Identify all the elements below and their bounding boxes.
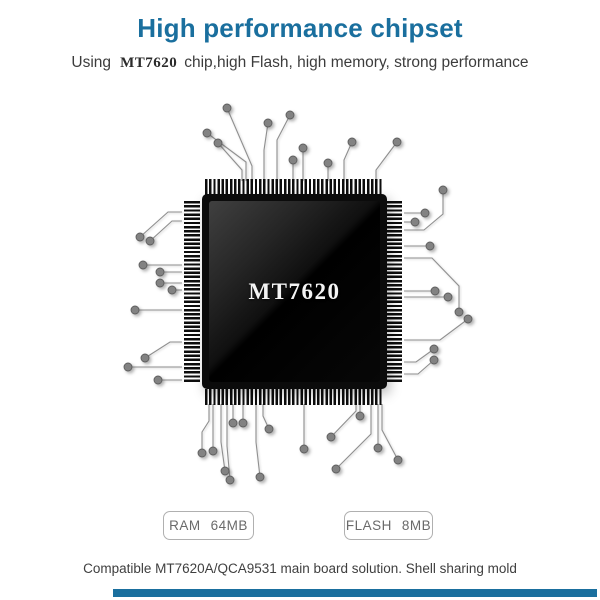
- footer-accent-bar: [113, 589, 597, 597]
- subtitle-prefix: Using: [71, 54, 112, 71]
- flash-label: FLASH: [345, 518, 392, 533]
- chip-pins-left: [184, 201, 200, 383]
- subtitle-rest: chip,high Flash, high memory, strong per…: [184, 54, 529, 71]
- chip-pins-right: [386, 201, 402, 383]
- chip-face: MT7620: [209, 201, 380, 382]
- flash-value: 8MB: [401, 518, 432, 533]
- spec-badge-flash: FLASH 8MB: [344, 511, 433, 540]
- chip-pins-top: [205, 179, 383, 195]
- subtitle: Using MT7620 chip,high Flash, high memory,…: [0, 54, 600, 72]
- chip-body: MT7620: [202, 194, 387, 389]
- subtitle-chip-name: MT7620: [120, 55, 178, 71]
- page-title: High performance chipset: [137, 13, 463, 43]
- footer-caption: Compatible MT7620A/QCA9531 main board so…: [83, 561, 517, 576]
- chip-label: MT7620: [248, 278, 341, 304]
- chip-pins-bottom: [205, 389, 383, 405]
- spec-badge-ram: RAM 64MB: [163, 511, 254, 540]
- ram-value: 64MB: [210, 518, 248, 533]
- ram-label: RAM: [169, 518, 201, 533]
